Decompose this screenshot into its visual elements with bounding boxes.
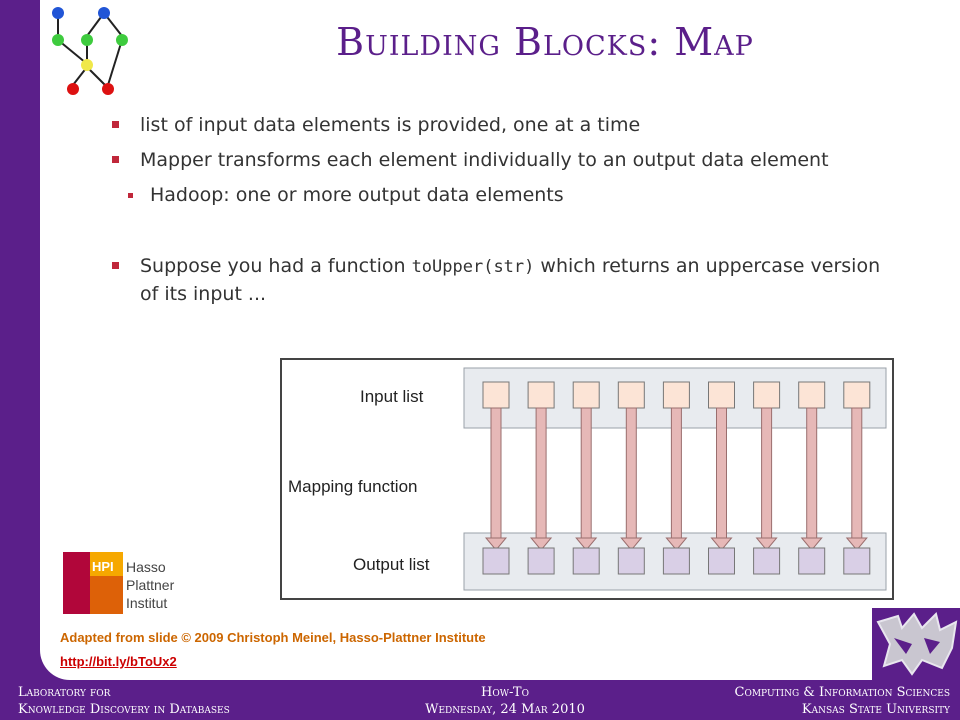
bullet-item: Suppose you had a function toUpper(str) … xyxy=(110,253,890,308)
input-element xyxy=(753,381,781,409)
bullet-text-post: which returns an uppercase version of it… xyxy=(140,255,881,305)
mapping-arrow-head xyxy=(755,537,778,551)
hpi-abbrev: HPI xyxy=(92,559,114,574)
mapping-arrow-head xyxy=(710,537,733,551)
input-element xyxy=(708,381,735,409)
output-element xyxy=(753,547,781,575)
mapping-arrow-shaft xyxy=(761,407,773,541)
output-element xyxy=(798,547,826,575)
input-list-label: Input list xyxy=(360,387,424,406)
footer-left-line-1: Laboratory for xyxy=(18,685,111,700)
output-element xyxy=(708,547,735,575)
mapping-arrow-shaft xyxy=(806,407,818,541)
footer-center-line-2: Wednesday, 24 Mar 2010 xyxy=(425,702,585,717)
bullet-item: list of input data elements is provided,… xyxy=(110,112,890,139)
footer-right-line-2: Kansas State University xyxy=(801,702,950,717)
output-element xyxy=(572,547,600,575)
output-element xyxy=(482,547,510,575)
bullet-text: Mapper transforms each element individua… xyxy=(140,149,829,171)
mapping-arrow-head xyxy=(845,537,868,551)
hpi-name-line-1: Hasso xyxy=(126,559,166,575)
footer-center-line-1: How-To xyxy=(481,685,529,700)
hpi-name-line-2: Plattner xyxy=(126,577,175,593)
mapping-function-label: Mapping function xyxy=(288,477,417,496)
mapping-arrow-head xyxy=(575,537,598,551)
footer-left-line-2: Knowledge Discovery in Databases xyxy=(18,702,230,717)
bullet-marker xyxy=(112,262,119,269)
diagram-elements xyxy=(482,381,871,575)
powercat-logo-icon xyxy=(872,608,960,680)
bullet-marker xyxy=(112,121,119,128)
mapping-arrow-shaft xyxy=(490,407,502,541)
map-diagram: Input list Mapping function Output list xyxy=(280,358,894,600)
bullet-text-pre: Suppose you had a function xyxy=(140,255,412,277)
footer-right-line-1: Computing & Information Sciences xyxy=(734,685,950,700)
footer-right: Computing & Information Sciences Kansas … xyxy=(735,684,950,718)
sub-bullet-item: Hadoop: one or more output data elements xyxy=(110,182,890,209)
mapping-arrow-shaft xyxy=(851,407,863,541)
hpi-logo: HPI Hasso Plattner Institut xyxy=(63,552,175,614)
input-element xyxy=(798,381,826,409)
bullet-list: list of input data elements is provided,… xyxy=(110,112,890,316)
source-link[interactable]: http://bit.ly/bToUx2 xyxy=(60,654,177,669)
slide-title: Building Blocks: Map xyxy=(336,20,754,64)
bullet-item: Mapper transforms each element individua… xyxy=(110,147,890,174)
input-element xyxy=(617,381,645,409)
output-element xyxy=(617,547,645,575)
output-list-label: Output list xyxy=(353,555,430,574)
bullet-text: Hadoop: one or more output data elements xyxy=(150,184,564,206)
output-element xyxy=(527,547,555,575)
footer-left: Laboratory for Knowledge Discovery in Da… xyxy=(18,684,230,718)
mapping-arrow-head xyxy=(800,537,823,551)
mapping-arrow-head xyxy=(665,537,688,551)
left-border xyxy=(0,0,40,720)
input-element xyxy=(843,381,871,409)
footer-center: How-To Wednesday, 24 Mar 2010 xyxy=(0,684,960,718)
input-element xyxy=(662,381,690,409)
bullet-marker xyxy=(128,193,133,198)
input-element xyxy=(482,381,510,409)
mapping-arrow-shaft xyxy=(716,407,727,541)
mapping-arrow-shaft xyxy=(670,407,682,541)
input-element xyxy=(527,381,555,409)
mapping-arrow-head xyxy=(484,537,508,551)
output-element xyxy=(843,547,871,575)
mapping-arrow-shaft xyxy=(625,407,637,541)
hpi-name-line-3: Institut xyxy=(126,595,167,611)
mapping-arrow-shaft xyxy=(580,407,592,541)
mapping-arrow-head xyxy=(530,537,553,551)
mapping-arrow-head xyxy=(620,537,643,551)
mapping-arrow-shaft xyxy=(535,407,547,541)
footer: Laboratory for Knowledge Discovery in Da… xyxy=(0,682,960,720)
output-element xyxy=(662,547,690,575)
credit-text: Adapted from slide © 2009 Christoph Mein… xyxy=(60,630,486,645)
input-element xyxy=(572,381,600,409)
bullet-text: list of input data elements is provided,… xyxy=(140,114,641,136)
graph-logo-icon xyxy=(52,7,128,95)
bullet-marker xyxy=(112,156,119,163)
code-snippet: toUpper(str) xyxy=(411,257,535,277)
